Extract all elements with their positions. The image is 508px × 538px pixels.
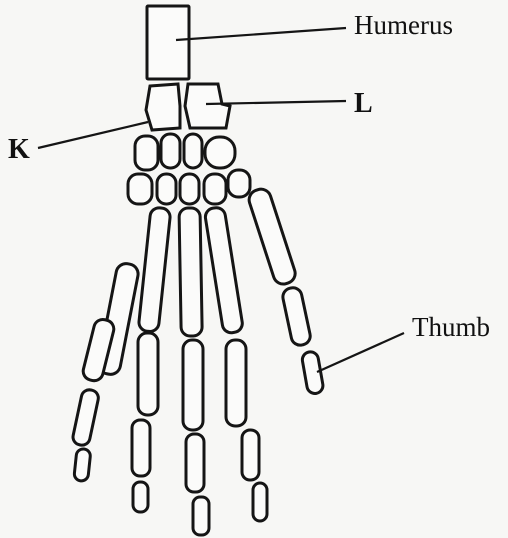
phalanx xyxy=(72,388,100,446)
bone-k xyxy=(146,84,180,130)
carpal xyxy=(135,136,158,170)
phalanx xyxy=(301,351,324,395)
humerus-bone xyxy=(147,6,189,79)
phalanx xyxy=(281,286,312,347)
digit-1 xyxy=(72,262,140,482)
thumb-leader xyxy=(317,333,404,372)
phalanx xyxy=(183,340,203,430)
digit-4 xyxy=(204,206,267,521)
carpal xyxy=(205,137,235,168)
digit-2 xyxy=(132,207,171,512)
label-k: K xyxy=(8,136,30,164)
label-thumb: Thumb xyxy=(412,314,490,341)
label-humerus: Humerus xyxy=(354,12,453,39)
phalanx xyxy=(186,434,204,492)
metacarpal xyxy=(247,187,298,287)
digit-3 xyxy=(179,208,209,535)
phalanx xyxy=(133,482,148,512)
phalanx xyxy=(193,497,209,535)
phalanx xyxy=(132,420,150,476)
carpal-row-2 xyxy=(128,170,250,204)
phalanx xyxy=(138,333,158,415)
carpal xyxy=(157,174,176,204)
carpal xyxy=(161,134,180,168)
phalanx xyxy=(242,430,259,480)
bone-l xyxy=(185,84,230,128)
carpal xyxy=(228,170,250,197)
metacarpal xyxy=(179,208,202,336)
phalanx xyxy=(226,340,246,426)
carpal-row-1 xyxy=(135,134,235,170)
label-l: L xyxy=(354,90,373,118)
carpal xyxy=(184,134,202,168)
l-leader xyxy=(206,101,346,104)
metacarpal xyxy=(138,207,171,332)
carpal xyxy=(204,174,226,204)
humerus-leader xyxy=(176,28,346,40)
metacarpal xyxy=(204,206,243,334)
k-leader xyxy=(38,122,148,148)
carpal xyxy=(180,174,199,204)
carpal xyxy=(128,174,152,204)
digit-5 xyxy=(247,187,325,395)
phalanx xyxy=(74,448,91,481)
phalanx xyxy=(253,483,267,521)
